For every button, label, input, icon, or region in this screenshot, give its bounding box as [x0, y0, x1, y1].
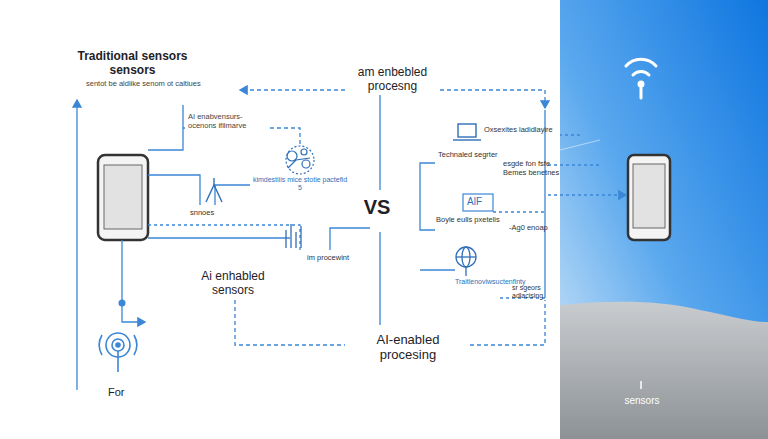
leader-lines-part	[544, 110, 545, 298]
signal-icon-part	[300, 226, 301, 248]
phone-right-part	[640, 381, 642, 389]
leader-lines-part	[235, 300, 345, 345]
wifi-icon	[626, 59, 656, 98]
leader-lines-part	[560, 134, 580, 135]
phone-right-part	[633, 164, 665, 228]
antenna-icon-part	[213, 178, 214, 185]
signal-icon	[286, 224, 301, 248]
leader-lines-part	[470, 300, 545, 345]
brain-icon-part	[287, 151, 297, 161]
phone-left-part	[104, 165, 142, 229]
note-text: sentot be aldiike senom ot caltiues	[86, 80, 201, 89]
leader-lines-part	[122, 306, 145, 322]
diagram-title: Traditional sensors sensors	[70, 50, 195, 78]
leader-lines-part	[183, 127, 185, 128]
section-heading: Ai enhabled sensors	[188, 270, 278, 298]
sensor-icon-for-part	[112, 339, 124, 351]
leader-lines-part	[76, 100, 77, 390]
globe-icon	[456, 247, 476, 276]
leader-lines-part	[240, 89, 345, 90]
antenna-icon-part	[206, 185, 222, 202]
brain-icon-part	[288, 158, 310, 168]
signal-icon-part	[285, 230, 286, 248]
brain-icon	[286, 146, 314, 174]
antenna-icon	[206, 178, 222, 202]
globe-icon-part	[456, 256, 476, 257]
leader-lines-part	[548, 194, 626, 195]
icon-caption: snnoes	[190, 209, 250, 218]
phone-right	[628, 155, 670, 389]
wifi-icon-part	[640, 86, 643, 98]
leader-lines-part	[440, 90, 545, 108]
note-text: esgde fon fsfe Bemes benetnes	[503, 160, 575, 177]
signal-icon-part	[295, 232, 296, 248]
section-heading: AI-enabled procesing	[348, 333, 468, 363]
note-text: -Ag0 enoap	[509, 224, 569, 233]
sensor-icon-for-part	[134, 335, 137, 355]
wifi-icon-part	[626, 59, 656, 66]
leader-lines-part	[270, 128, 300, 145]
brain-icon-part	[301, 149, 307, 155]
section-heading: am enbebled procesng	[345, 66, 440, 94]
brain-icon-part	[286, 146, 314, 174]
right-panel	[560, 0, 768, 439]
note-text: Oxsexites ladidlayire	[484, 126, 554, 135]
leader-lines-part	[148, 175, 200, 205]
icon-caption: Technaled segrter	[438, 151, 513, 160]
icon-caption: Boyle eulls pxetelis	[436, 216, 506, 225]
leader-lines-part	[148, 105, 183, 150]
wifi-icon-part	[633, 72, 649, 75]
phone-left-part	[98, 155, 148, 240]
ai-badge: AlF	[467, 196, 491, 208]
panel-label: sensors	[612, 395, 672, 407]
phone-right-part	[628, 155, 670, 240]
leader-lines-part	[379, 232, 380, 325]
icon-caption: kimdestiiis mice stotie pactefid 5	[252, 176, 348, 192]
phone-left	[98, 155, 148, 240]
right-panel-part	[560, 0, 768, 439]
leader-lines-part	[548, 164, 600, 165]
vs-label: VS	[352, 196, 402, 219]
leader-lines-part	[420, 163, 435, 230]
globe-icon-part	[456, 247, 476, 267]
ai-box-icon	[463, 194, 493, 211]
leader-lines-part	[121, 240, 122, 300]
footer-label: For	[108, 386, 148, 399]
brain-icon-part	[302, 160, 310, 168]
signal-icon-part	[290, 224, 291, 248]
sensor-icon-for	[99, 333, 136, 372]
laptop-icon	[453, 124, 481, 140]
laptop-icon-part	[453, 139, 481, 140]
leader-lines-part	[330, 228, 370, 250]
right-panel-part	[560, 140, 600, 150]
leader-lines-part	[148, 237, 290, 238]
sensor-icon-for-part	[117, 351, 119, 372]
sensor-icon-for-part	[99, 335, 102, 355]
note-text: AI enabvensurs- ocenons ifilmarve	[188, 113, 270, 130]
leader-lines-part	[119, 300, 126, 307]
leader-lines-part	[379, 95, 380, 190]
sensor-icon-for-part	[116, 343, 120, 347]
ai-box-icon-part	[463, 194, 493, 211]
note-text: sr sgeors adlacising	[512, 284, 556, 300]
right-panel-part	[560, 302, 768, 439]
laptop-icon-part	[458, 124, 476, 137]
leader-lines-part	[420, 269, 455, 270]
leader-lines-part	[148, 225, 300, 250]
leader-lines-part	[215, 185, 250, 205]
leader-lines-part	[493, 211, 545, 212]
leader-lines	[77, 90, 626, 390]
globe-icon-part	[465, 267, 466, 276]
icon-caption: im procewint	[307, 254, 377, 263]
